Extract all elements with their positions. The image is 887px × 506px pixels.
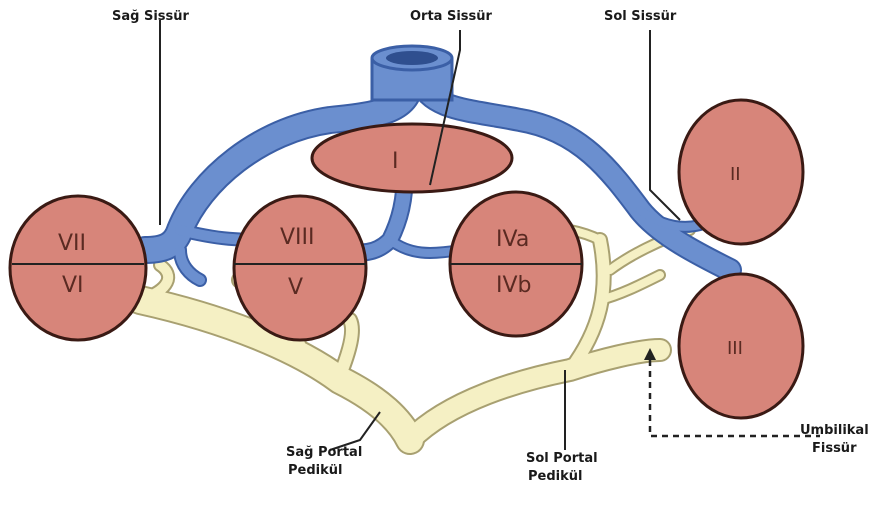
umbilical-label-1: Umbilikal — [800, 423, 869, 438]
segment-2-label: II — [730, 164, 741, 185]
segment-3: III — [679, 274, 803, 418]
segment-5-label: V — [288, 275, 303, 300]
segment-3-label: III — [727, 338, 743, 359]
segment-4: IVa IVb — [450, 192, 582, 336]
segment-2: II — [679, 100, 803, 244]
segment-6-label: VI — [62, 273, 84, 298]
segment-7-label: VII — [58, 231, 86, 256]
middle-fissure-label: Orta Sissür — [410, 9, 493, 24]
segment-8-label: VIII — [280, 225, 315, 250]
umbilical-label-2: Fissür — [812, 441, 857, 456]
segment-1: I — [312, 124, 512, 192]
right-fissure-label: Sağ Sissür — [112, 9, 190, 24]
portal-pedicle-tree — [140, 230, 690, 440]
left-portal-label-2: Pedikül — [528, 469, 582, 484]
left-fissure-label: Sol Sissür — [604, 9, 677, 24]
segment-4b-label: IVb — [496, 273, 532, 298]
segment-8-5: VIII V — [234, 196, 366, 340]
right-portal-label-2: Pedikül — [288, 463, 342, 478]
segment-7-6: VII VI — [10, 196, 146, 340]
segment-1-label: I — [392, 149, 399, 174]
segment-4a-label: IVa — [496, 227, 529, 252]
right-portal-label-1: Sağ Portal — [286, 445, 362, 460]
left-portal-label-1: Sol Portal — [526, 451, 598, 466]
